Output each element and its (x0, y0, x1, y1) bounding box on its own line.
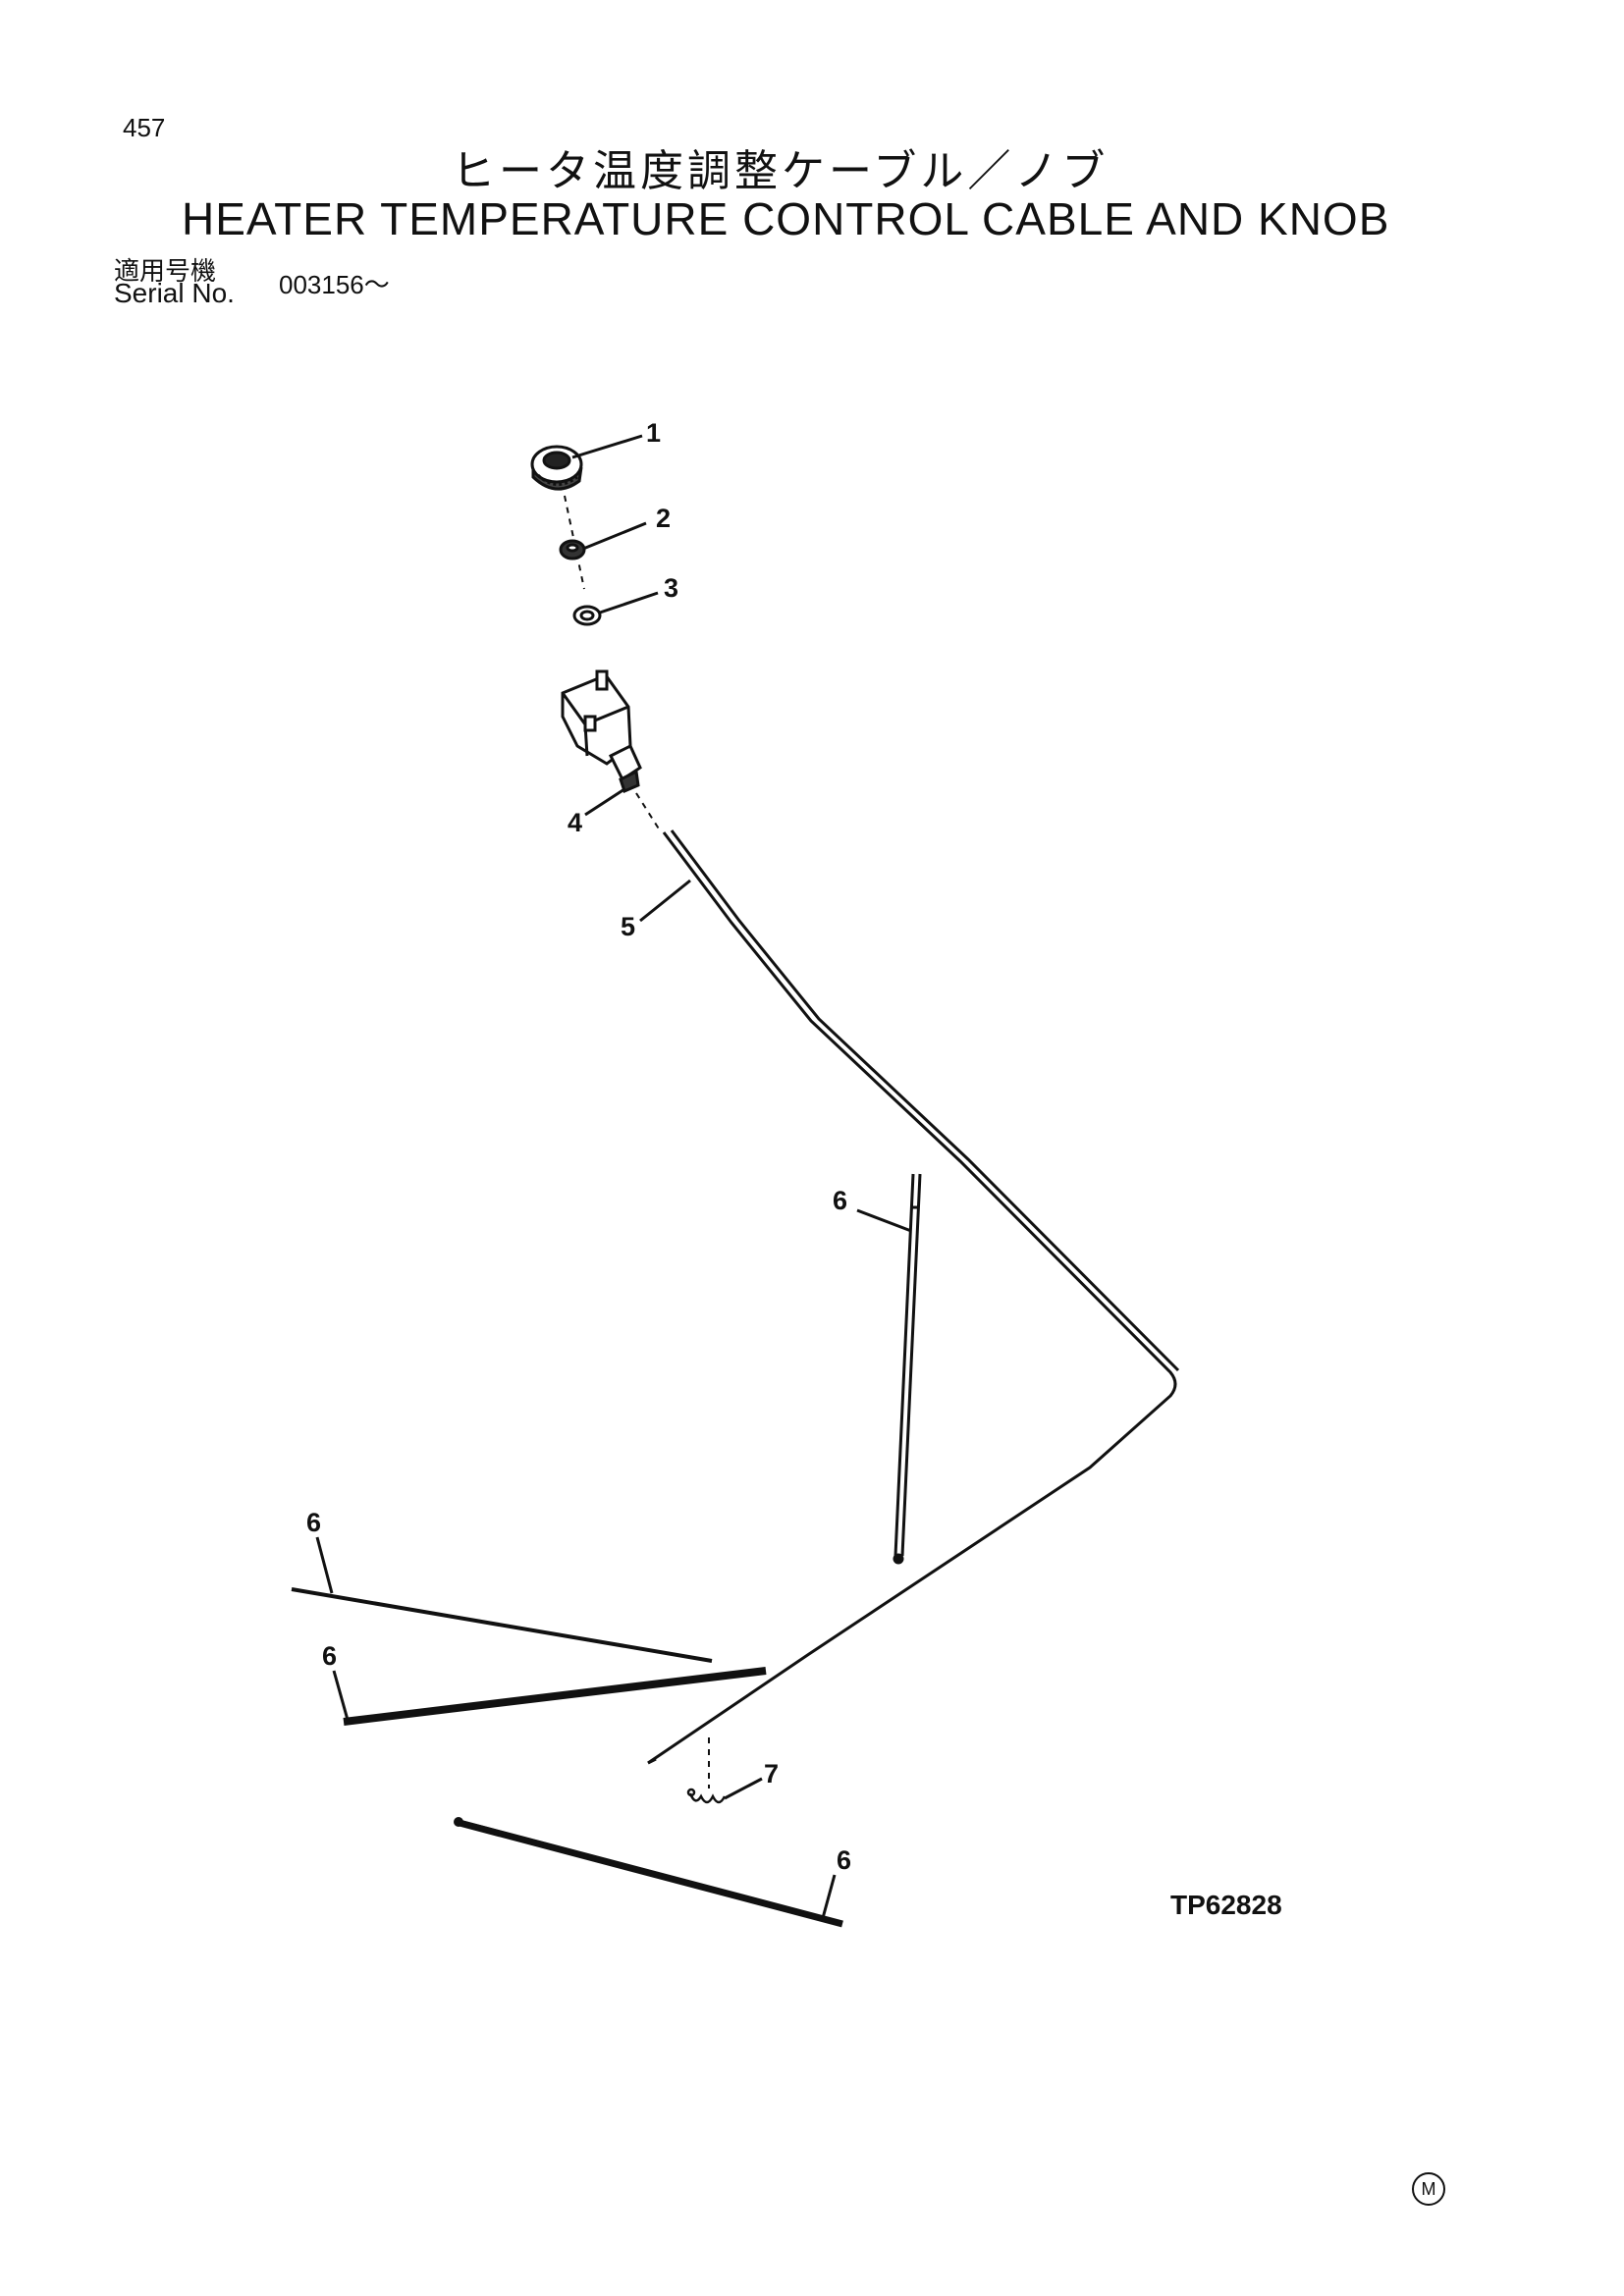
leader-line-4 (584, 787, 625, 817)
rod-left-lower (343, 1667, 767, 1726)
page-number: 457 (123, 113, 166, 142)
leader-line-1 (571, 434, 643, 459)
page-title: HEATER TEMPERATURE CONTROL CABLE AND KNO… (182, 193, 1390, 244)
leader-line-6b (315, 1536, 334, 1594)
serial-label-japanese: 適用号機 (114, 257, 217, 287)
callout-7: 7 (764, 1759, 779, 1789)
knob-part (530, 445, 583, 491)
clip-part (686, 1788, 727, 1804)
control-cable (647, 829, 1180, 1765)
rod-vertical (893, 1173, 922, 1565)
control-head-part (561, 669, 642, 794)
leader-line-3 (599, 591, 659, 614)
leader-line-2 (582, 521, 647, 551)
leader-line-6c (332, 1670, 350, 1721)
leader-line-6a (856, 1208, 912, 1233)
leader-line-5 (639, 879, 691, 923)
rod-bottom (454, 1817, 843, 1928)
callout-6: 6 (322, 1641, 337, 1671)
callout-3: 3 (664, 573, 678, 603)
nut-part (559, 539, 586, 561)
serial-label: Serial No. (114, 278, 235, 308)
callout-5: 5 (621, 912, 635, 941)
serial-number: 003156～ (279, 270, 390, 299)
callout-6: 6 (837, 1845, 851, 1875)
trademark-mark: M (1412, 2172, 1445, 2206)
drawing-code: TP62828 (1170, 1890, 1282, 1920)
callout-2: 2 (656, 504, 671, 533)
washer-part (572, 605, 602, 626)
callout-6: 6 (306, 1508, 321, 1537)
callout-1: 1 (646, 418, 661, 448)
callout-6: 6 (833, 1186, 847, 1215)
page-title-japanese: ヒータ温度調整ケーブル／ノブ (452, 146, 1110, 196)
rod-left-upper (291, 1587, 713, 1663)
cable-axis (635, 792, 661, 831)
callout-4: 4 (568, 808, 582, 837)
leader-line-7 (724, 1777, 763, 1800)
leader-line-6d (821, 1874, 837, 1919)
